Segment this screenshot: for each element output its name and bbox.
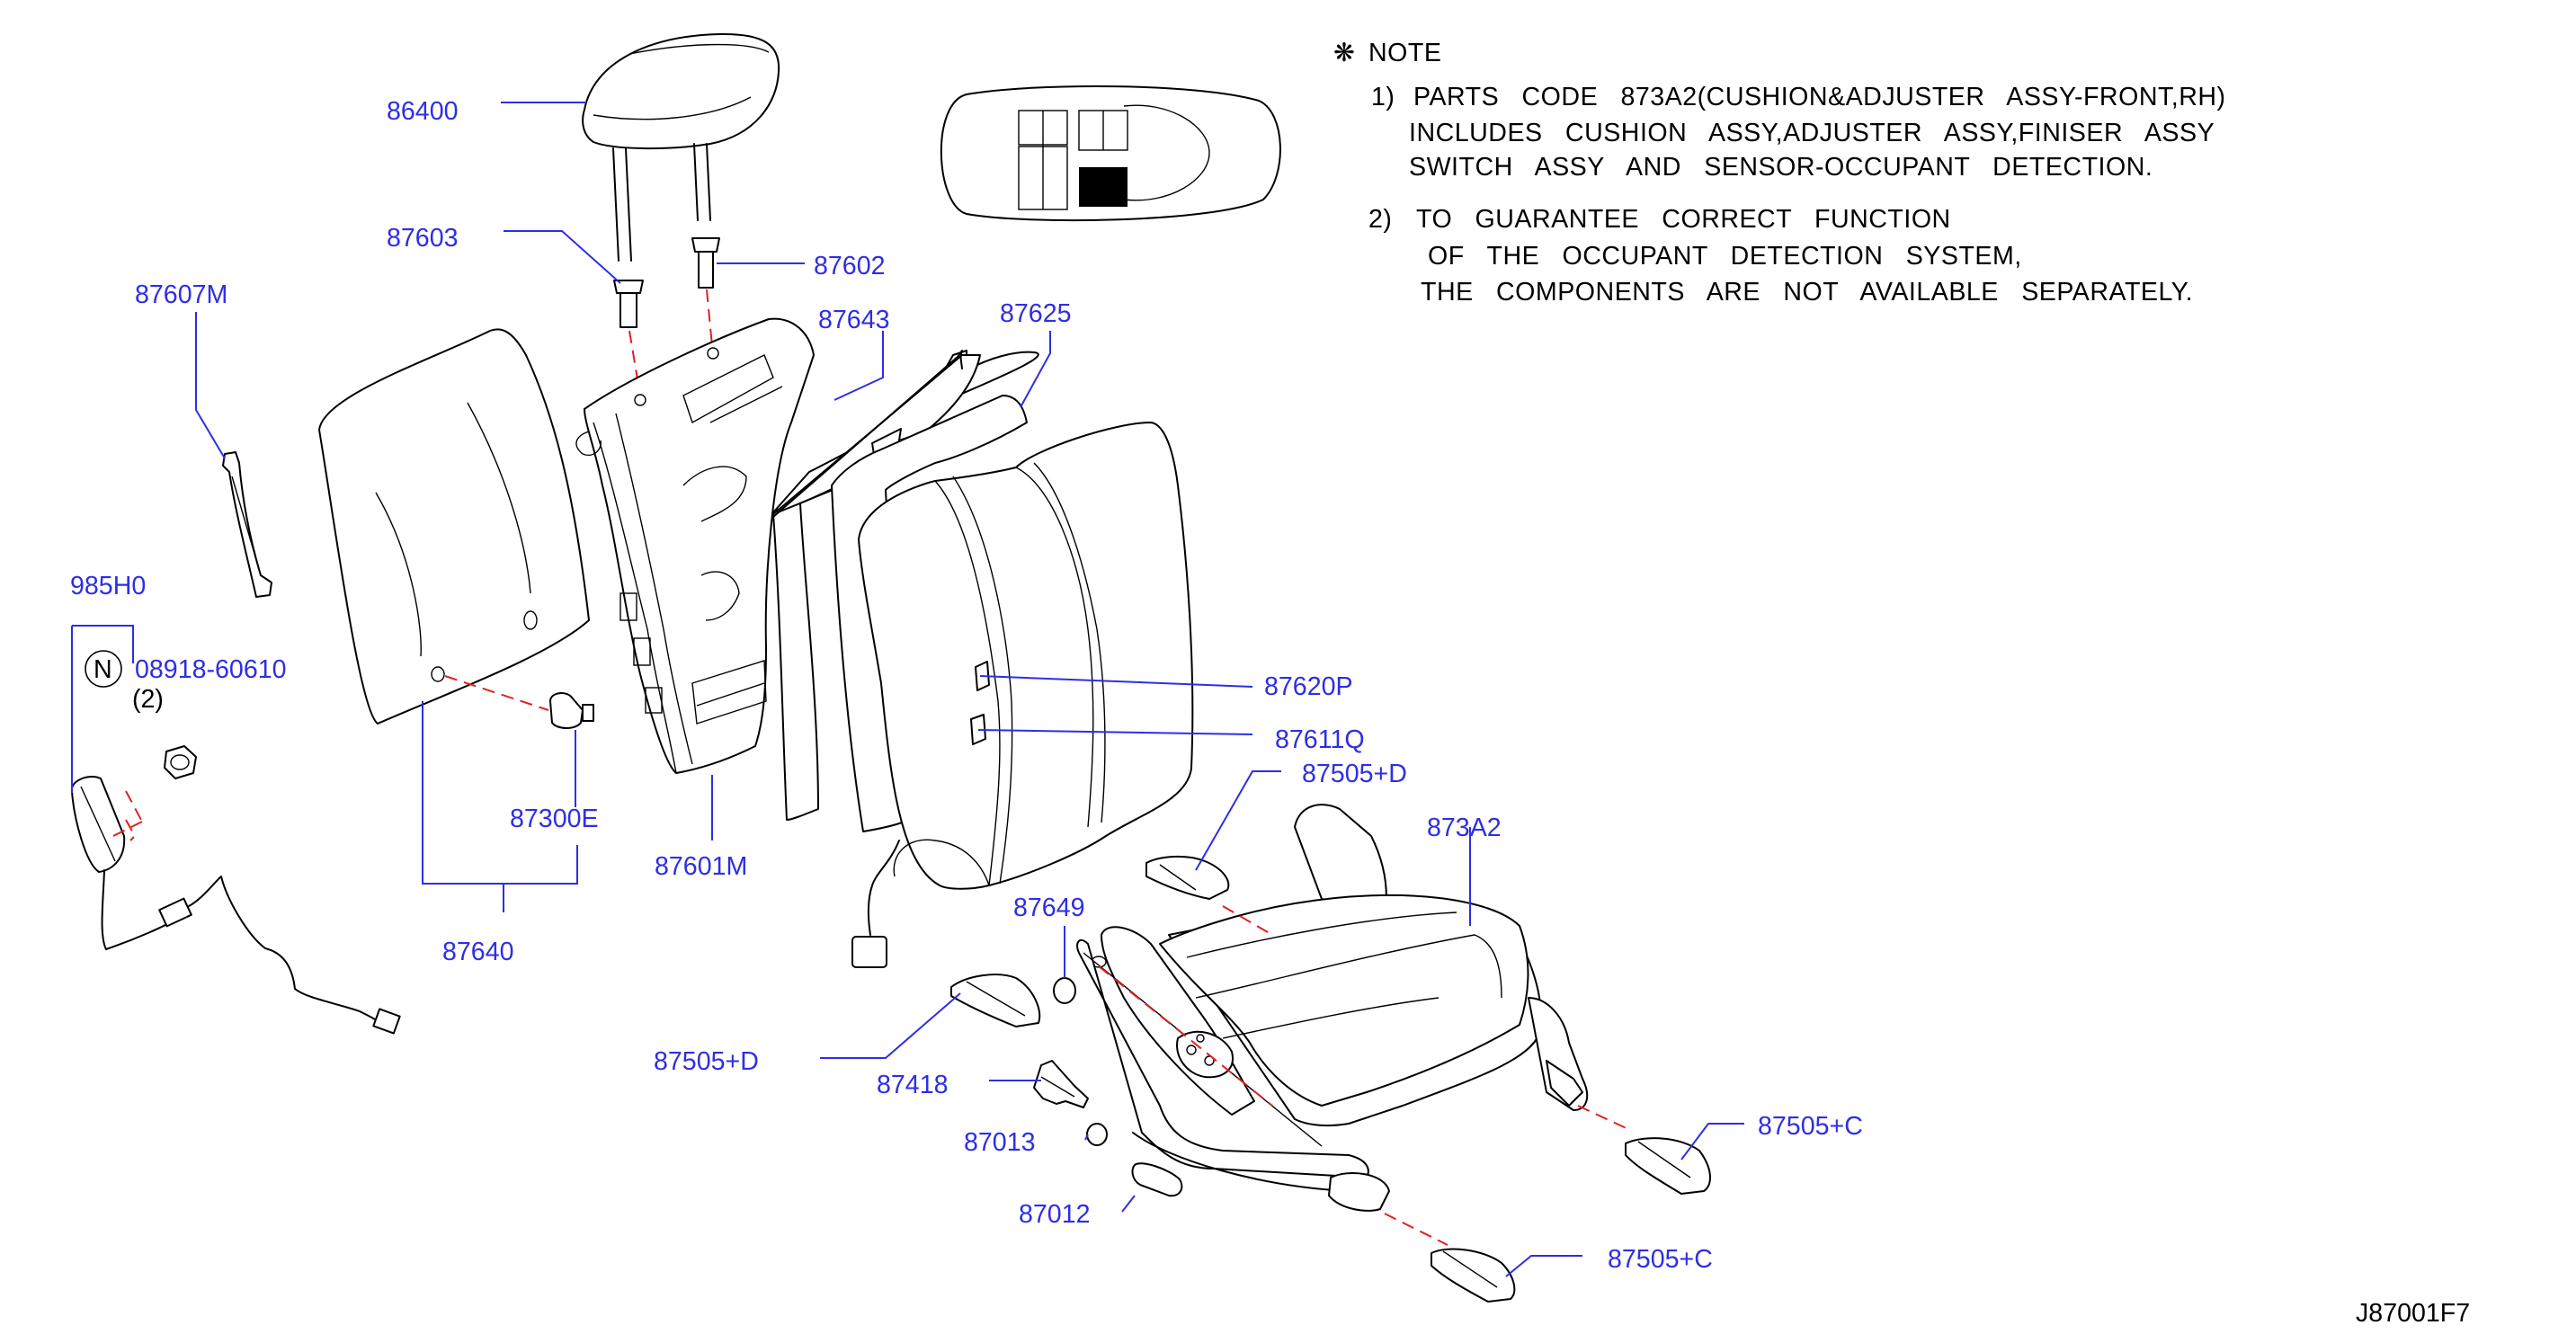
label-08918-60610[interactable]: 08918-60610 bbox=[135, 655, 287, 684]
leader-lines bbox=[71, 102, 1744, 1277]
label-87300E[interactable]: 87300E bbox=[510, 805, 599, 833]
label-873A2[interactable]: 873A2 bbox=[1427, 814, 1502, 842]
label-86400[interactable]: 86400 bbox=[387, 97, 459, 126]
nut-symbol-label: N bbox=[94, 655, 112, 684]
sensor-985H0[interactable] bbox=[70, 775, 401, 1035]
headrest-guide-87602[interactable] bbox=[691, 237, 720, 289]
note-2-line-2: OF THE OCCUPANT DETECTION SYSTEM, bbox=[1428, 242, 2022, 271]
bracket-87418[interactable] bbox=[1033, 1060, 1089, 1108]
label-87620P[interactable]: 87620P bbox=[1264, 672, 1353, 701]
label-87505C-bottom[interactable]: 87505+C bbox=[1608, 1245, 1713, 1274]
seatback-pad-outline bbox=[772, 350, 963, 518]
seat-cushion-assembly[interactable] bbox=[1076, 804, 1589, 1212]
label-87012[interactable]: 87012 bbox=[1019, 1200, 1091, 1229]
seatback-frame[interactable] bbox=[575, 317, 815, 774]
nut-symbol bbox=[85, 650, 122, 688]
nut-quantity: (2) bbox=[132, 685, 164, 714]
label-87640[interactable]: 87640 bbox=[442, 938, 514, 966]
headrest[interactable] bbox=[582, 32, 780, 262]
note-1-line-2: INCLUDES CUSHION ASSY,ADJUSTER ASSY,FINI… bbox=[1409, 119, 2215, 147]
vehicle-location-icon bbox=[940, 85, 1281, 222]
label-87607M[interactable]: 87607M bbox=[135, 280, 227, 309]
label-87505D-upper[interactable]: 87505+D bbox=[1302, 760, 1407, 788]
label-87611Q[interactable]: 87611Q bbox=[1275, 725, 1365, 754]
label-87418[interactable]: 87418 bbox=[877, 1071, 949, 1099]
nut-08918-60610[interactable] bbox=[164, 745, 197, 779]
finisher-87505C-right[interactable] bbox=[1625, 1137, 1711, 1195]
seatback-board[interactable] bbox=[318, 328, 590, 725]
note-2-line-3: THE COMPONENTS ARE NOT AVAILABLE SEPARAT… bbox=[1421, 278, 2193, 307]
diagram-code: J87001F7 bbox=[2356, 1299, 2470, 1328]
finisher-87505D-lower[interactable] bbox=[950, 974, 1041, 1027]
label-87601M[interactable]: 87601M bbox=[655, 852, 747, 881]
bracket-87607M[interactable] bbox=[222, 451, 272, 598]
notes-block: ❋ NOTE 1) PARTS CODE 873A2(CUSHION&ADJUS… bbox=[1333, 39, 2226, 307]
note-1-line-1: PARTS CODE 873A2(CUSHION&ADJUSTER ASSY-F… bbox=[1413, 83, 2226, 111]
clip-87300E[interactable] bbox=[549, 692, 594, 729]
note-1-line-3: SWITCH ASSY AND SENSOR-OCCUPANT DETECTIO… bbox=[1409, 153, 2153, 182]
finisher-87505D-upper[interactable] bbox=[1145, 855, 1230, 900]
note-heading-symbol: ❋ bbox=[1333, 39, 1355, 67]
label-87602[interactable]: 87602 bbox=[814, 252, 886, 280]
label-87505C-right[interactable]: 87505+C bbox=[1758, 1112, 1863, 1141]
cap-87013[interactable] bbox=[1086, 1123, 1108, 1146]
cover-87012[interactable] bbox=[1131, 1162, 1183, 1197]
finisher-87505C-bottom[interactable] bbox=[1431, 1248, 1516, 1303]
note-2-number: 2) bbox=[1368, 205, 1392, 234]
label-87643[interactable]: 87643 bbox=[818, 306, 890, 334]
note-heading: NOTE bbox=[1368, 39, 1441, 67]
label-985H0[interactable]: 985H0 bbox=[70, 572, 146, 600]
label-87649[interactable]: 87649 bbox=[1013, 894, 1085, 922]
selected-seat-marker bbox=[1079, 167, 1128, 207]
headrest-guide-87603[interactable] bbox=[613, 280, 644, 328]
label-87603[interactable]: 87603 bbox=[387, 224, 459, 253]
label-87013[interactable]: 87013 bbox=[964, 1128, 1036, 1157]
label-87505D-lower[interactable]: 87505+D bbox=[654, 1047, 759, 1076]
note-2-line-1: TO GUARANTEE CORRECT FUNCTION bbox=[1416, 205, 1951, 234]
label-87625[interactable]: 87625 bbox=[1000, 299, 1072, 328]
seatback-cover[interactable] bbox=[851, 422, 1194, 968]
cap-87649[interactable] bbox=[1053, 977, 1076, 1004]
note-1-number: 1) bbox=[1371, 83, 1395, 111]
